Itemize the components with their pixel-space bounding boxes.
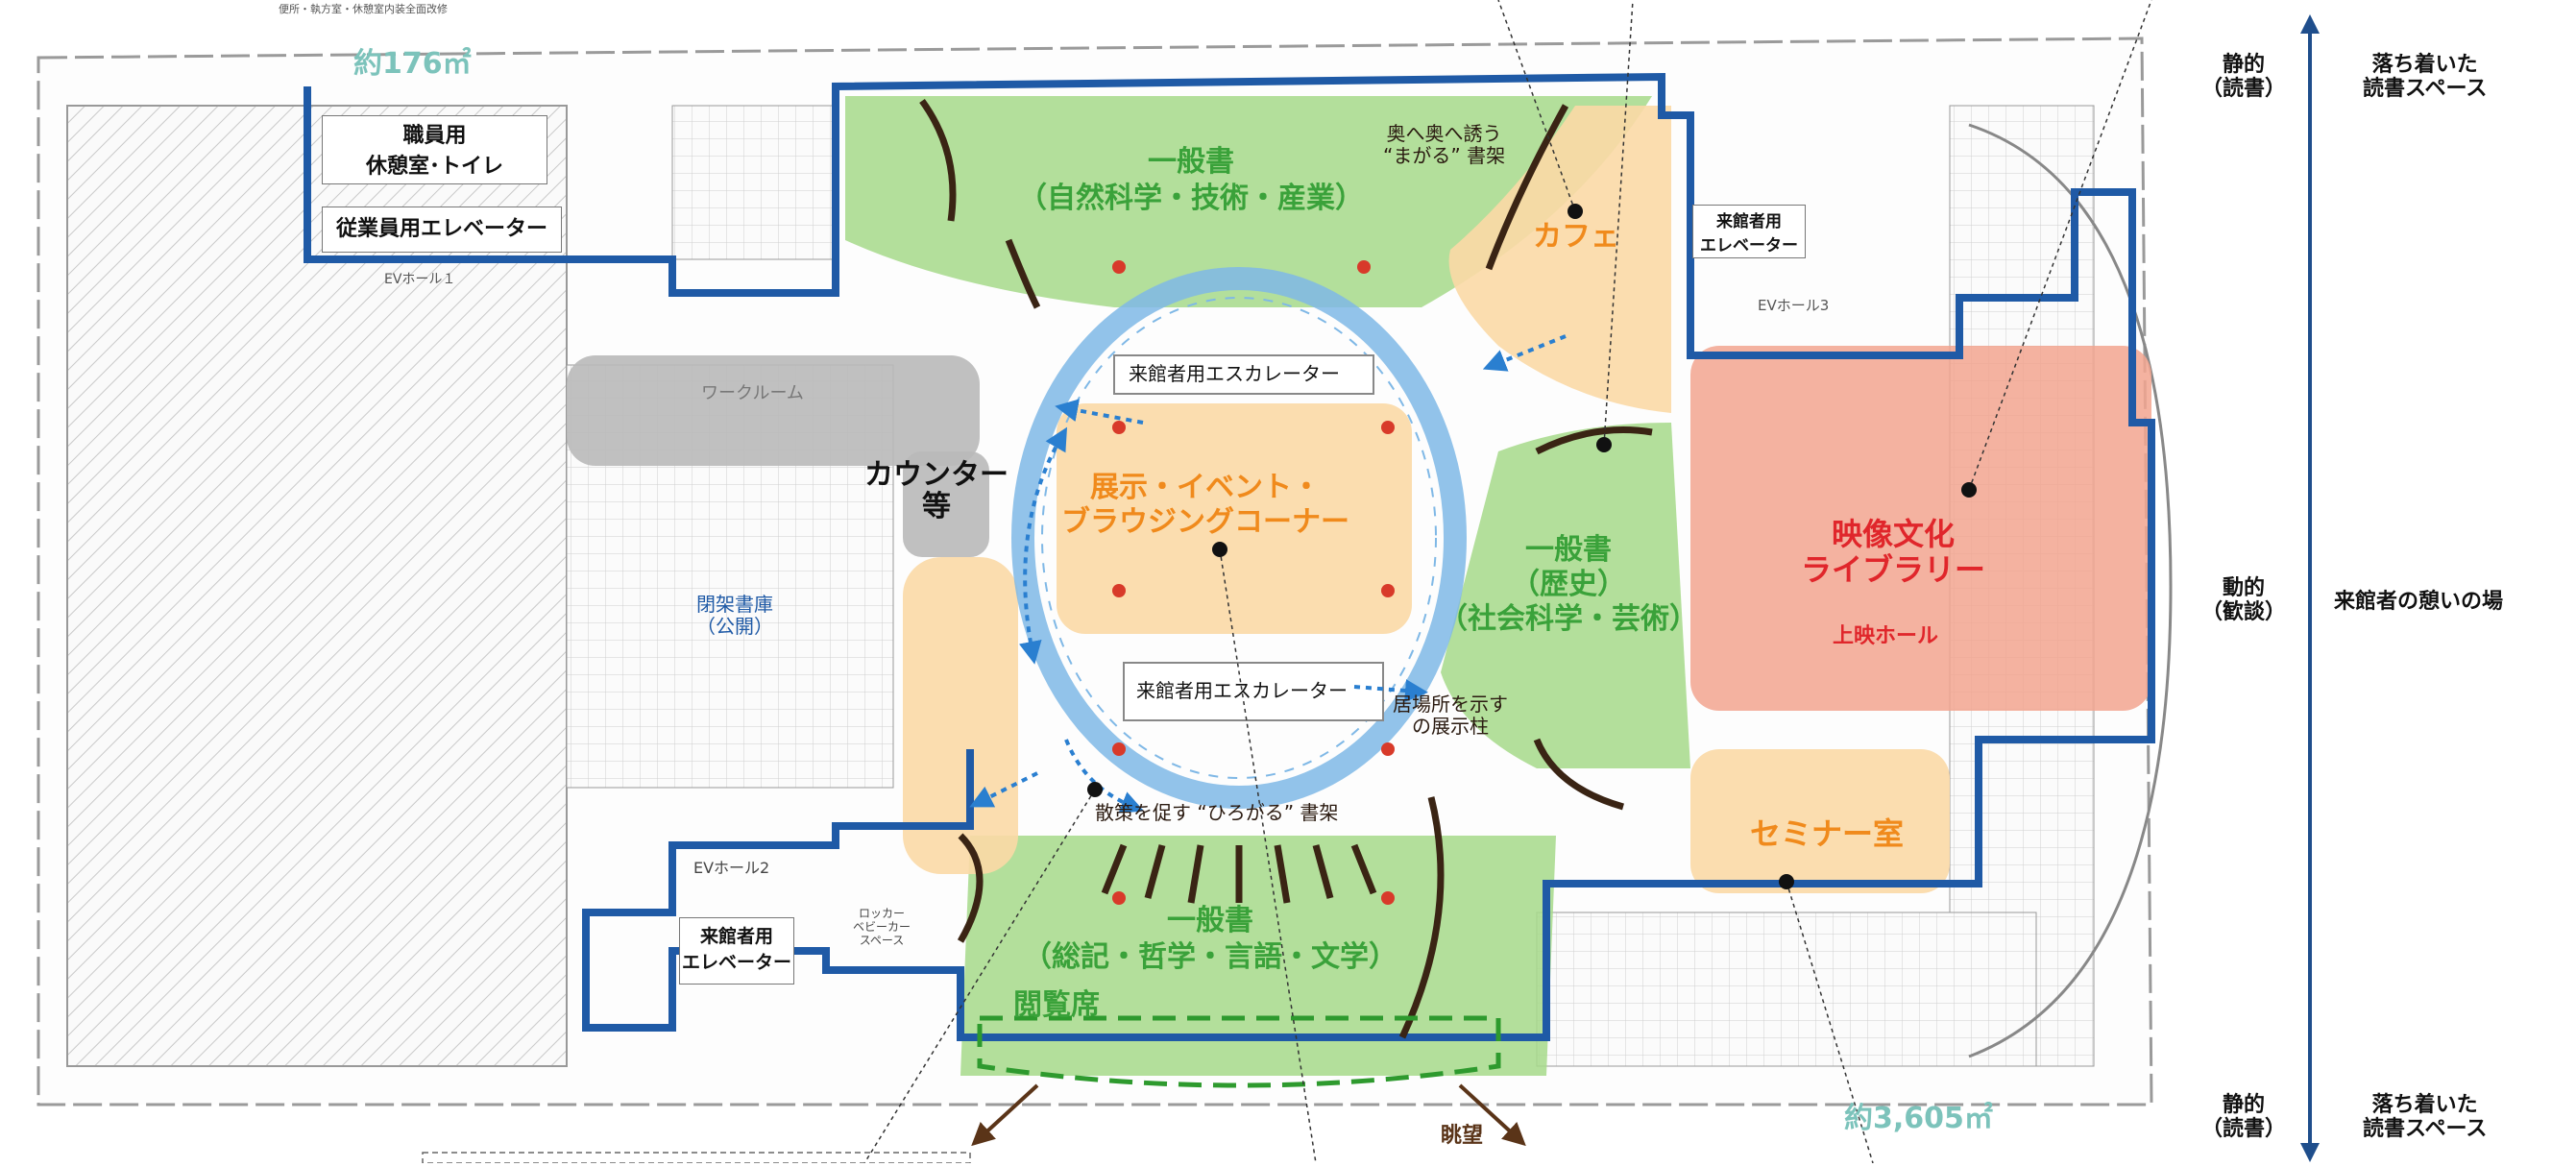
shelf-magaru-left [919,98,957,222]
annotation-hirogaru: 散策を促す “ひろがる” 書架 [1095,801,1339,824]
zone-exhibition: 展示・イベント・ ブラウジングコーナー [1061,471,1349,539]
column-markers [1112,260,1395,905]
zone-seminar: セミナー室 [1750,815,1905,852]
callout-leaders [863,0,2152,1164]
zone-video-library: 映像文化 ライブラリー [1801,516,1986,588]
bottom-grid [1536,912,2037,1067]
left-hatched-area [66,105,568,1067]
zone-general-history: 一般書 （歴史） （社会科学・芸術） [1439,533,1698,636]
shelf-bottom-left [957,833,984,943]
legend-static-top: 静的 （読書） [2201,53,2287,102]
header-note: 便所・執方室・休憩室内装全面改修 [279,3,448,15]
red-zone-video-library [1690,346,2151,711]
top-grid [671,105,837,260]
left-area-label: 約176㎡ [353,47,472,81]
counter-label: カウンター 等 [864,458,1009,523]
shelf-magaru-top-left [1005,238,1041,309]
shelf-bottom-right [1398,796,1445,1039]
escalator-top-label: 来館者用エスカレーター [1129,362,1340,385]
zone-reading-seats: 閲覧席 [1013,988,1100,1022]
orange-zone-center [1057,403,1412,634]
visitor-elevator-right: 来館者用 エレベーター [1692,205,1806,258]
orange-zone-cafe [1448,106,1671,413]
escalator-bottom-label: 来館者用エスカレーター [1136,679,1348,702]
callout-dots [1087,204,1977,889]
escalator-ring-inner [1041,297,1437,779]
legend-static-bottom: 静的 （読書） [2201,1093,2287,1142]
orange-zone-seminar [1690,749,1950,893]
shelf-history-arc [1535,426,1653,455]
legend-gathering: 来館者の憩いの場 [2334,590,2504,614]
ev-hall-2-label: EVホール2 [693,859,770,877]
legend-quiet-bottom: 落ち着いた 読書スペース [2363,1093,2488,1142]
zone-screening-hall: 上映ホール [1833,624,1939,648]
bottom-dashed-box [422,1152,971,1164]
total-area-label: 約3,605㎡ [1844,1102,1993,1135]
locker-label: ロッカー ベビーカー スペース [853,907,911,947]
zone-cafe: カフェ [1533,220,1619,254]
work-room-label: ワークルーム [701,383,804,403]
staff-elevator: 従業員用エレベーター [322,207,562,253]
legend-dynamic: 動的 （歓談） [2201,576,2287,625]
zone-general-total: 一般書 （総記・哲学・言語・文学） [1023,904,1397,974]
view-arrow-right [1458,1083,1526,1147]
counter-zone [903,451,989,557]
green-zone-right [1441,423,1690,768]
work-room-zone [567,355,980,466]
zone-general-natural: 一般書 （自然科学・技術・産業） [1018,145,1364,215]
ev-hall-1-label: EVホール１ [384,272,456,287]
annotation-pillar: 居場所を示す の展示柱 [1393,693,1508,738]
renovation-outline [304,72,2155,1041]
shelf-magaru-right [1485,104,1569,271]
annotation-magaru: 奥へ奥へ誘う “まがる” 書架 [1383,122,1506,167]
closed-stacks-label: 閉架書庫 （公開） [696,593,773,638]
reading-seats-outline [977,1015,1501,1088]
escalator-top [1113,354,1374,395]
staff-rest-room: 職員用 休憩室･トイレ [322,115,547,184]
legend-quiet-top: 落ち着いた 読書スペース [2363,53,2488,102]
annotation-view: 眺望 [1441,1124,1484,1148]
view-arrow-left [971,1083,1039,1147]
escalator-bottom [1123,662,1384,721]
shelf-hirogaru-fan [1101,843,1377,904]
shelf-history-arc2 [1533,738,1624,811]
ev-hall-3-label: EVホール3 [1758,297,1830,314]
visitor-elevator-left: 来館者用 エレベーター [679,917,794,985]
flow-arrows [969,334,1567,814]
